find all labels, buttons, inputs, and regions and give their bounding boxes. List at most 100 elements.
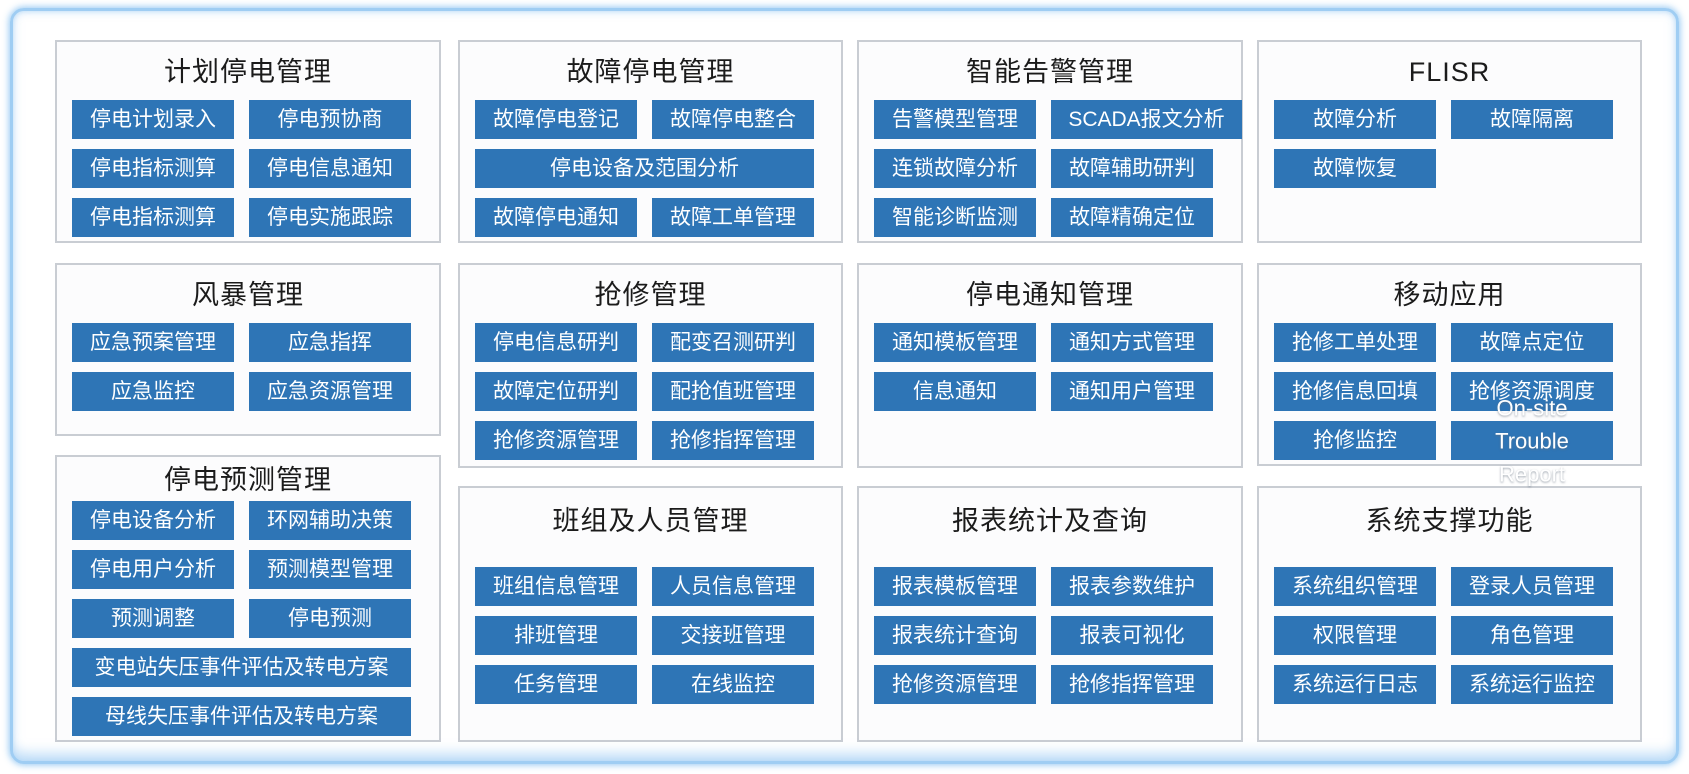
module-button[interactable]: SCADA报文分析 (1051, 100, 1242, 139)
module-button-grid: 故障停电登记故障停电整合停电设备及范围分析故障停电通知故障工单管理 (460, 100, 841, 237)
module-button[interactable]: 角色管理 (1451, 616, 1613, 655)
overflow-label-line: Trouble (1495, 428, 1569, 453)
module-button[interactable]: 连锁故障分析 (874, 149, 1036, 188)
module-button[interactable]: 人员信息管理 (652, 567, 814, 606)
module-button[interactable]: 应急监控 (72, 372, 234, 411)
module-button[interactable]: 系统组织管理 (1274, 567, 1436, 606)
panel-report-statistics-query: 报表统计及查询报表模板管理报表参数维护报表统计查询报表可视化抢修资源管理抢修指挥… (857, 486, 1243, 742)
module-button[interactable]: 信息通知 (874, 372, 1036, 411)
panel-planned-outage-management: 计划停电管理停电计划录入停电预协商停电指标测算停电信息通知停电指标测算停电实施跟… (55, 40, 441, 243)
module-button[interactable]: 抢修信息回填 (1274, 372, 1436, 411)
panel-fault-outage-management: 故障停电管理故障停电登记故障停电整合停电设备及范围分析故障停电通知故障工单管理 (458, 40, 843, 243)
panel-flisr: FLISR 故障分析故障隔离故障恢复 (1257, 40, 1642, 243)
module-button[interactable]: 系统运行日志 (1274, 665, 1436, 704)
overflow-label-line: Report (1498, 461, 1566, 486)
module-button[interactable]: 故障隔离 (1451, 100, 1613, 139)
module-button[interactable]: 预测调整 (72, 599, 234, 638)
module-button[interactable]: 系统运行监控 (1451, 665, 1613, 704)
module-button[interactable]: 母线失压事件评估及转电方案 (72, 697, 411, 736)
module-button[interactable]: 在线监控 (652, 665, 814, 704)
module-button[interactable]: 配抢值班管理 (652, 372, 814, 411)
panel-title-report-statistics-query: 报表统计及查询 (952, 506, 1148, 536)
module-button[interactable]: 停电用户分析 (72, 550, 234, 589)
module-button[interactable]: 抢修监控 (1274, 421, 1436, 460)
module-button[interactable]: 故障停电登记 (475, 100, 637, 139)
module-button-grid: 停电信息研判配变召测研判故障定位研判配抢值班管理抢修资源管理抢修指挥管理 (460, 323, 841, 460)
module-button[interactable]: 智能诊断监测 (874, 198, 1036, 237)
panel-title-storm-management: 风暴管理 (192, 280, 304, 310)
module-button[interactable]: 通知方式管理 (1051, 323, 1213, 362)
module-button[interactable]: 通知用户管理 (1051, 372, 1213, 411)
module-button[interactable]: 故障停电通知 (475, 198, 637, 237)
module-button[interactable]: 配变召测研判 (652, 323, 814, 362)
module-button[interactable]: 变电站失压事件评估及转电方案 (72, 648, 411, 687)
panel-outage-notification-management: 停电通知管理通知模板管理通知方式管理信息通知通知用户管理 (857, 263, 1243, 468)
module-button[interactable]: 抢修资源管理 (475, 421, 637, 460)
module-button[interactable]: 故障辅助研判 (1051, 149, 1213, 188)
module-button-grid: 故障分析故障隔离故障恢复 (1259, 100, 1640, 188)
panel-storm-management: 风暴管理应急预案管理应急指挥应急监控应急资源管理 (55, 263, 441, 436)
panel-outage-forecast-management: 停电预测管理停电设备分析环网辅助决策停电用户分析预测模型管理预测调整停电预测变电… (55, 455, 441, 742)
module-button[interactable]: 停电指标测算 (72, 149, 234, 188)
module-button[interactable]: 故障点定位 (1451, 323, 1613, 362)
module-button[interactable]: 预测模型管理 (249, 550, 411, 589)
panel-title-outage-notification-management: 停电通知管理 (966, 280, 1134, 310)
module-button-grid: 班组信息管理人员信息管理排班管理交接班管理任务管理在线监控 (460, 567, 841, 704)
module-button[interactable]: 班组信息管理 (475, 567, 637, 606)
module-button[interactable]: 故障定位研判 (475, 372, 637, 411)
module-button[interactable]: 环网辅助决策 (249, 501, 411, 540)
module-button[interactable]: 停电设备分析 (72, 501, 234, 540)
module-button[interactable]: 登录人员管理 (1451, 567, 1613, 606)
module-button[interactable]: 任务管理 (475, 665, 637, 704)
module-button[interactable]: 故障精确定位 (1051, 198, 1213, 237)
panel-team-personnel-management: 班组及人员管理班组信息管理人员信息管理排班管理交接班管理任务管理在线监控 (458, 486, 843, 742)
module-button[interactable]: 应急指挥 (249, 323, 411, 362)
module-button[interactable]: 停电指标测算 (72, 198, 234, 237)
panel-title-team-personnel-management: 班组及人员管理 (552, 506, 749, 536)
module-button[interactable]: 应急资源管理 (249, 372, 411, 411)
module-button[interactable]: 报表可视化 (1051, 616, 1213, 655)
module-button[interactable]: 停电信息通知 (249, 149, 411, 188)
panel-title-intelligent-alarm-management: 智能告警管理 (966, 57, 1134, 87)
module-button[interactable]: 告警模型管理 (874, 100, 1036, 139)
module-button[interactable]: 权限管理 (1274, 616, 1436, 655)
module-button[interactable]: 抢修资源管理 (874, 665, 1036, 704)
panel-repair-management: 抢修管理停电信息研判配变召测研判故障定位研判配抢值班管理抢修资源管理抢修指挥管理 (458, 263, 843, 468)
panel-intelligent-alarm-management: 智能告警管理告警模型管理 SCADA报文分析连锁故障分析故障辅助研判智能诊断监测故… (857, 40, 1243, 243)
module-button[interactable]: 停电预协商 (249, 100, 411, 139)
module-button[interactable]: 故障工单管理 (652, 198, 814, 237)
module-button-grid: 停电设备分析环网辅助决策停电用户分析预测模型管理预测调整停电预测变电站失压事件评… (57, 501, 439, 736)
module-button[interactable]: 停电信息研判 (475, 323, 637, 362)
panel-title-fault-outage-management: 故障停电管理 (566, 57, 735, 87)
module-button-grid: 应急预案管理应急指挥应急监控应急资源管理 (57, 323, 439, 411)
panel-title-system-support-functions: 系统支撑功能 (1365, 506, 1534, 536)
module-button[interactable]: 停电实施跟踪 (249, 198, 411, 237)
module-button[interactable]: 报表模板管理 (874, 567, 1036, 606)
module-button[interactable]: 交接班管理 (652, 616, 814, 655)
module-button[interactable]: 排班管理 (475, 616, 637, 655)
module-button[interactable]: 故障停电整合 (652, 100, 814, 139)
panel-title-mobile-application: 移动应用 (1393, 280, 1506, 310)
module-button[interactable]: 故障分析 (1274, 100, 1436, 139)
overflow-label-line: On-site (1496, 395, 1568, 420)
module-button[interactable]: 停电计划录入 (72, 100, 234, 139)
module-button[interactable]: 报表参数维护 (1051, 567, 1213, 606)
module-button-grid: 系统组织管理登录人员管理权限管理角色管理系统运行日志系统运行监控 (1259, 567, 1640, 704)
module-button[interactable]: 停电设备及范围分析 (475, 149, 814, 188)
module-button[interactable]: 故障恢复 (1274, 149, 1436, 188)
panel-title-flisr: FLISR (1408, 57, 1491, 87)
module-button[interactable]: 停电预测 (249, 599, 411, 638)
module-button[interactable]: 抢修指挥管理 (1051, 665, 1213, 704)
module-button[interactable]: 抢修指挥管理 (652, 421, 814, 460)
module-button[interactable]: 通知模板管理 (874, 323, 1036, 362)
module-button[interactable]: 报表统计查询 (874, 616, 1036, 655)
module-button[interactable]: 抢修资源调度 (1451, 372, 1613, 411)
module-button-grid: 通知模板管理通知方式管理信息通知通知用户管理 (859, 323, 1241, 411)
module-button[interactable]: 应急预案管理 (72, 323, 234, 362)
module-button-grid: 报表模板管理报表参数维护报表统计查询报表可视化抢修资源管理抢修指挥管理 (859, 567, 1241, 704)
module-button[interactable]: 抢修工单处理 (1274, 323, 1436, 362)
